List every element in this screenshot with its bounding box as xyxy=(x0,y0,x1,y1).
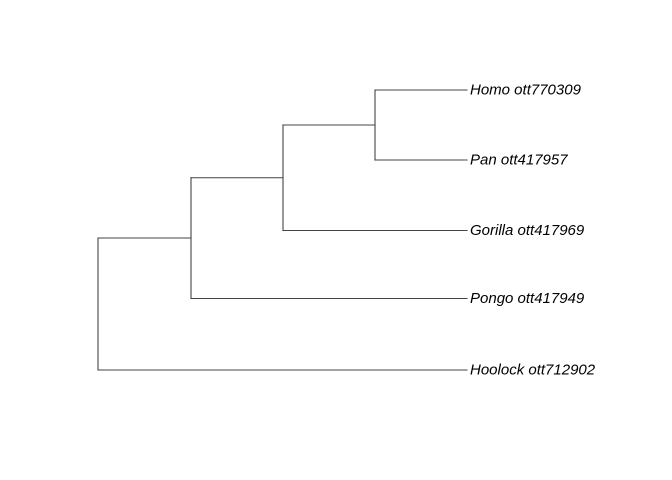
tree-branches xyxy=(97,89,468,371)
tip-label-pongo: Pongo ott417949 xyxy=(470,290,585,307)
tip-label-homo: Homo ott770309 xyxy=(470,82,582,99)
tip-label-pan: Pan ott417957 xyxy=(470,152,568,169)
tip-label-gorilla: Gorilla ott417969 xyxy=(470,222,585,239)
tip-label-hoolock: Hoolock ott712902 xyxy=(470,362,596,379)
